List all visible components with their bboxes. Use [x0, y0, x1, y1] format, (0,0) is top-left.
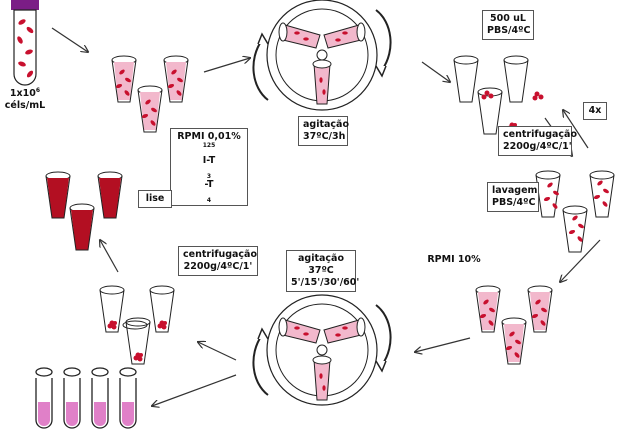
agitation-top-box: agitação 37ºC/3h	[298, 116, 349, 146]
agitation-bottom-box: agitação 37ºC 5'/15'/30'/60'	[286, 250, 359, 292]
lysed-tubes-icon	[45, 171, 123, 251]
blood-tube-icon	[11, 0, 39, 86]
repeat-4x-box: 4x	[583, 102, 607, 120]
wash-tubes-icon	[535, 170, 615, 253]
rpmi-tubes-icon	[476, 286, 552, 364]
pellet-tubes-icon	[100, 286, 174, 364]
wash-box: lavagem PBS/4ºC	[487, 182, 539, 212]
pbs-tubes-icon	[453, 55, 544, 135]
rotator-bottom-icon	[252, 294, 392, 406]
incubation-tubes-icon	[112, 56, 188, 132]
centrifugation-top-box: centrifugação 2200g/4ºC/1'	[498, 126, 577, 156]
cell-density-label: 1x106 céls/mL	[4, 86, 46, 111]
pbs-500-box: 500 uL PBS/4ºC	[482, 10, 534, 40]
lysis-box: lise	[138, 190, 172, 208]
rotator-top-icon	[252, 0, 392, 111]
flow-arrows	[51, 27, 601, 406]
gamma-counter-tubes-icon	[35, 367, 137, 429]
rpmi-10-label: RPMI 10%	[427, 254, 481, 265]
centrifugation-bottom-box: centrifugação 2200g/4ºC/1'	[178, 246, 258, 276]
